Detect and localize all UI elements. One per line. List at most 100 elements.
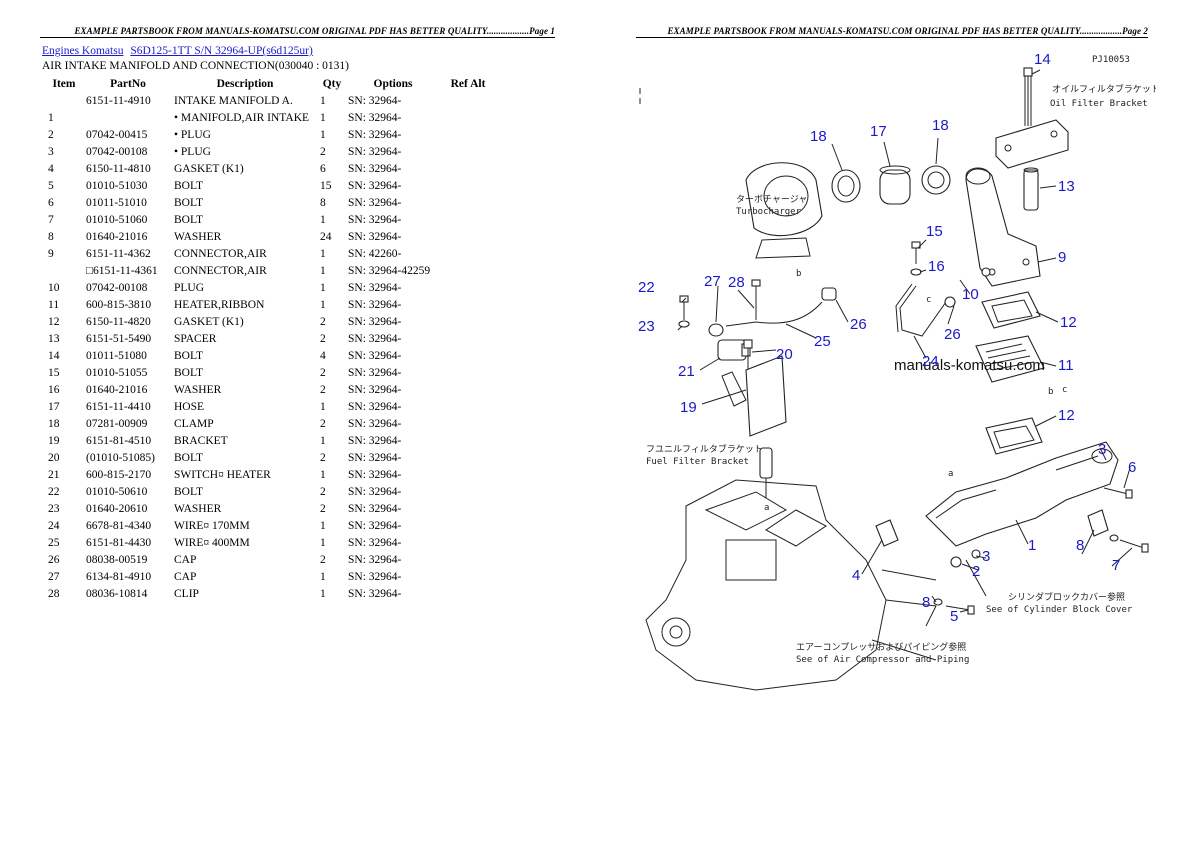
cell-refalt — [440, 296, 496, 313]
cell-description: SPACER — [174, 332, 217, 345]
callout-3a: 3 — [1098, 441, 1106, 458]
cell-item: 9 — [48, 247, 54, 260]
cell-refalt — [440, 330, 496, 347]
cell-refalt — [440, 228, 496, 245]
engine-block — [645, 479, 937, 691]
cylinder-cover-label-jp: シリンダブロックカバー参照 — [1008, 591, 1125, 603]
cell-qty: 1 — [320, 468, 326, 481]
cell-options: SN: 32964- — [348, 213, 402, 226]
cell-refalt — [440, 160, 496, 177]
cell-options: SN: 32964- — [348, 434, 402, 447]
breadcrumb-link-engines[interactable]: Engines Komatsu — [42, 45, 124, 57]
cell-refalt — [440, 347, 496, 364]
cell-qty: 1 — [320, 587, 326, 600]
cell-partno: 01011-51010 — [86, 196, 147, 209]
callout-12b: 12 — [1058, 407, 1075, 424]
letter-b-heater: b — [1048, 387, 1053, 397]
part-washer-16 — [910, 268, 922, 276]
col-header-qty: Qty — [322, 78, 342, 90]
callout-8b: 8 — [922, 594, 930, 611]
cell-qty: 15 — [320, 179, 332, 192]
fuel-filter-label-jp: フユニルフィルタブラケット — [646, 443, 763, 455]
cell-qty: 1 — [320, 111, 326, 124]
breadcrumb-link-model[interactable]: S6D125-1TT S/N 32964-UP(s6d125ur) — [130, 45, 313, 57]
callout-4: 4 — [852, 567, 860, 584]
cell-refalt — [440, 466, 496, 483]
part-clamp-18b — [921, 165, 951, 195]
callout-10: 10 — [962, 286, 979, 303]
letter-a-manifold: a — [948, 469, 953, 479]
callout-11: 11 — [1058, 357, 1074, 374]
cell-description: BOLT — [174, 451, 203, 464]
cell-item: 23 — [48, 502, 60, 515]
part-gasket-12-upper — [981, 291, 1041, 329]
cell-qty: 1 — [320, 128, 326, 141]
part-washer-8b — [1109, 534, 1119, 542]
parts-diagram: PJ10053 オイルフィルタブラケット Oil Filter Bracket … — [638, 51, 1156, 691]
part-gasket-cyl — [1087, 509, 1109, 537]
part-plug-10 — [981, 267, 991, 277]
cell-partno — [84, 109, 172, 126]
cell-partno: 01640-21016 — [86, 230, 148, 243]
part-plug-2 — [950, 556, 962, 568]
callout-7: 7 — [1112, 557, 1120, 574]
cell-item: 17 — [48, 400, 60, 413]
cell-description: BRACKET — [174, 434, 228, 447]
part-cap-26a — [944, 296, 956, 308]
cell-options: SN: 32964- — [348, 502, 402, 515]
cell-description: WASHER — [174, 383, 222, 396]
cell-description: BOLT — [174, 485, 203, 498]
fuel-filter-label-en: Fuel Filter Bracket — [646, 457, 749, 467]
col-header-partno: PartNo — [110, 78, 146, 90]
part-heater-11 — [975, 335, 1045, 383]
cell-item: 1 — [48, 111, 54, 124]
cell-options: SN: 32964- — [348, 349, 402, 362]
cell-qty: 2 — [320, 332, 326, 345]
cell-item: 15 — [48, 366, 60, 379]
cell-partno: 6150-11-4820 — [86, 315, 151, 328]
cell-partno: 6151-11-4410 — [86, 400, 151, 413]
cell-qty: 1 — [320, 434, 326, 447]
cell-partno: □6151-11-4361 — [86, 264, 158, 277]
cell-qty: 2 — [320, 315, 326, 328]
cell-item: 20 — [48, 451, 60, 464]
part-clamp-18a — [831, 169, 861, 203]
cell-item: 14 — [48, 349, 60, 362]
oil-filter-label-en: Oil Filter Bracket — [1050, 99, 1148, 109]
cell-description: CAP — [174, 553, 197, 566]
part-oil-filter-bracket — [995, 119, 1069, 169]
cell-options: SN: 32964- — [348, 94, 402, 107]
cell-refalt — [440, 279, 496, 296]
cell-item: 18 — [48, 417, 60, 430]
part-bolt-22 — [679, 295, 689, 320]
part-gasket-4 — [875, 519, 899, 547]
cell-item: 24 — [48, 519, 60, 532]
cell-refalt — [440, 585, 496, 602]
cell-partno: 01010-51060 — [86, 213, 148, 226]
cell-qty: 1 — [320, 281, 326, 294]
cell-qty: 1 — [320, 536, 326, 549]
cell-partno: 01011-51080 — [86, 349, 147, 362]
cell-partno: 6151-11-4362 — [86, 247, 151, 260]
cell-options: SN: 32964- — [348, 128, 402, 141]
cell-partno: 07042-00108 — [86, 145, 148, 158]
cell-options: SN: 32964- — [348, 162, 402, 175]
callout-25: 25 — [814, 333, 831, 350]
cell-item: 28 — [48, 587, 60, 600]
callout-21: 21 — [678, 363, 695, 380]
cell-item: 6 — [48, 196, 54, 209]
part-bolt-14 — [1023, 67, 1033, 126]
col-header-description: Description — [216, 78, 274, 90]
cell-partno: 6151-11-4910 — [86, 94, 151, 107]
cell-partno: 6150-11-4810 — [86, 162, 151, 175]
